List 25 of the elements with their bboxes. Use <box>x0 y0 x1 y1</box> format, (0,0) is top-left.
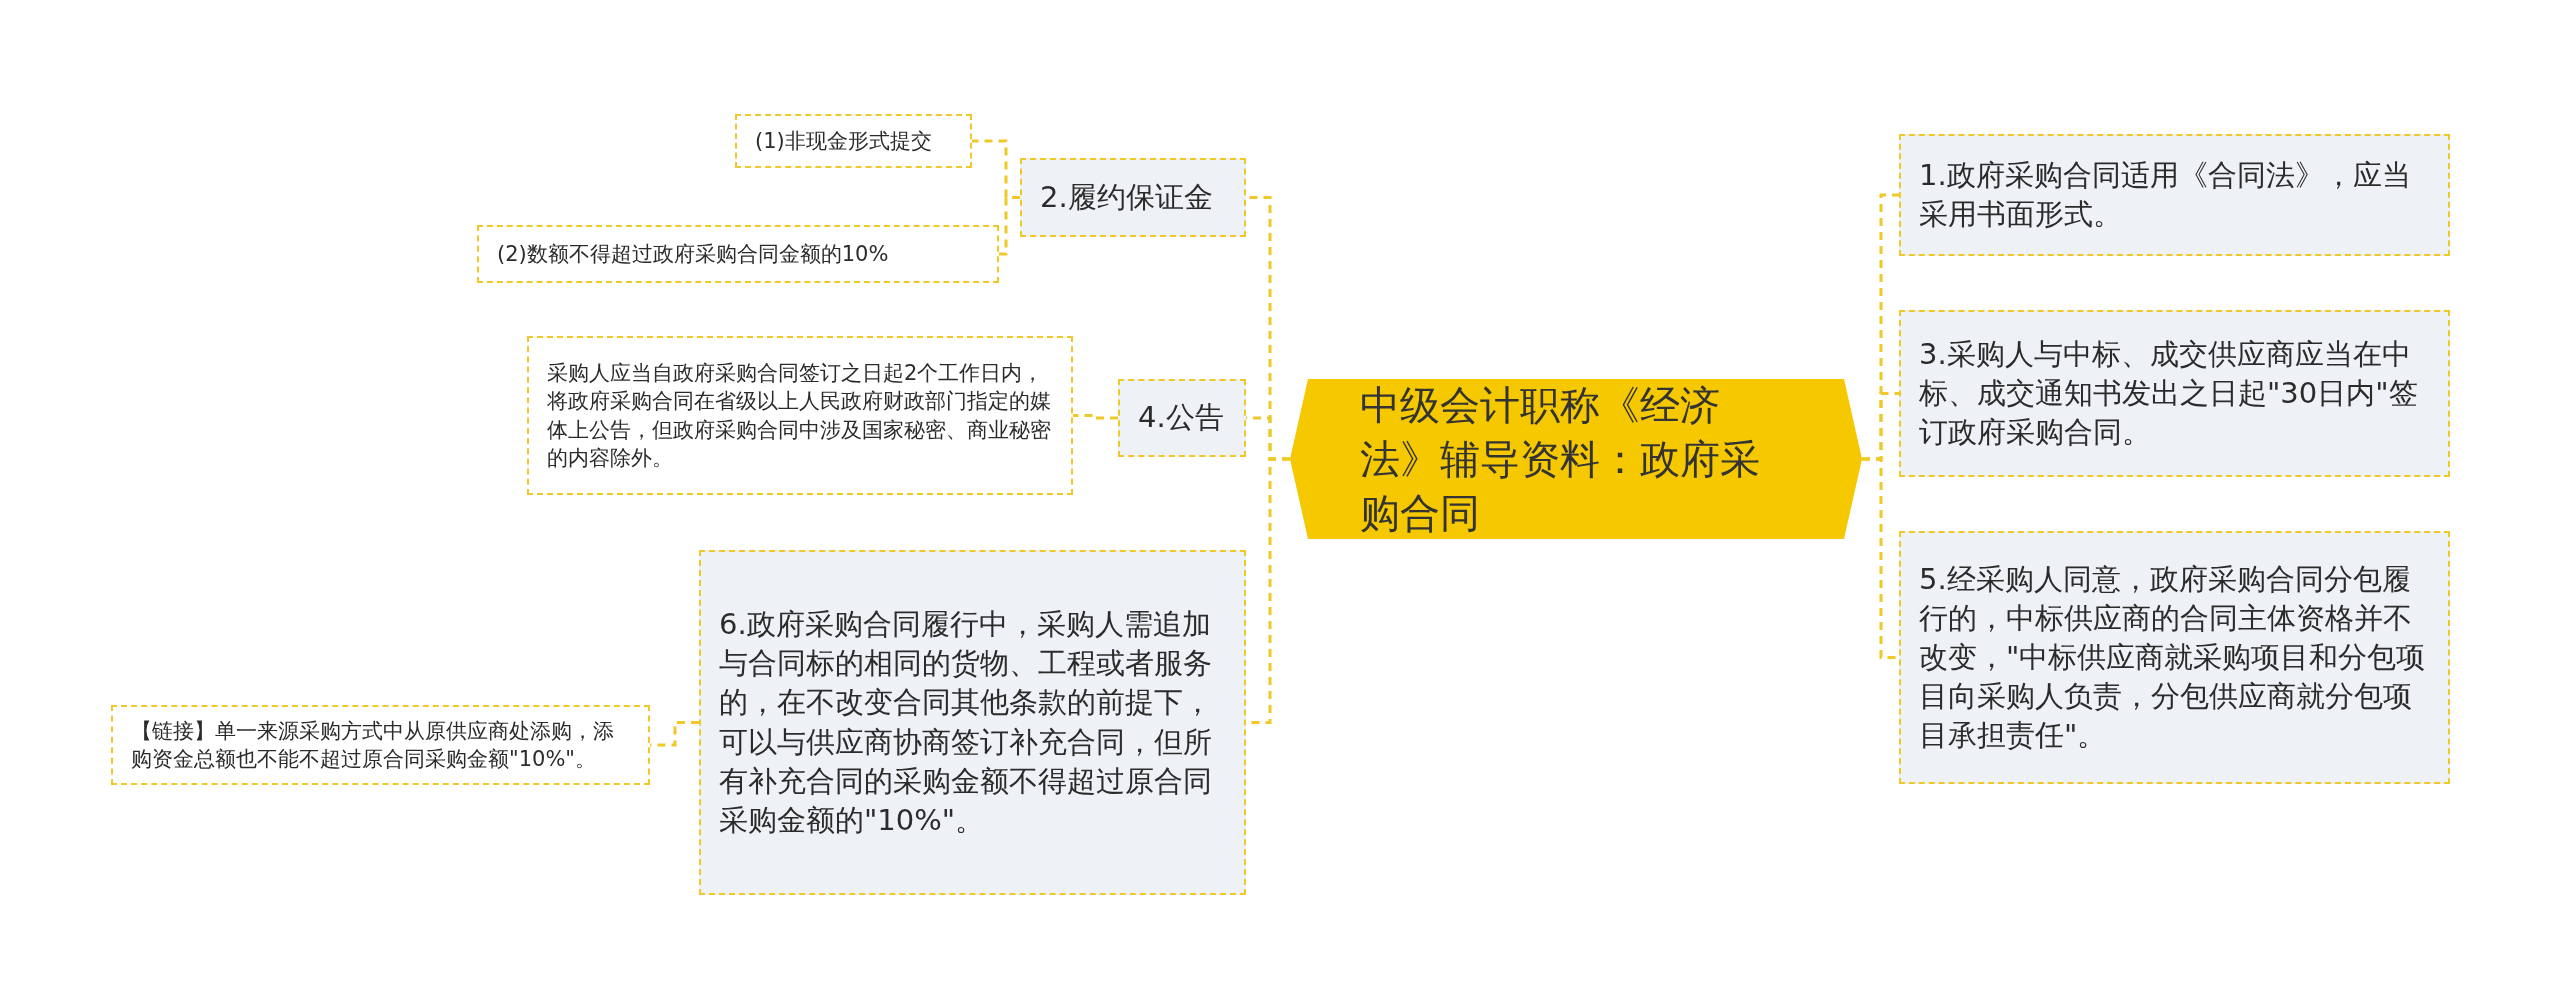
topic-text: 中级会计职称《经济法》辅导资料：政府采购合同 <box>1360 381 1761 538</box>
topic-text: 【链接】单一来源采购方式中从原供应商处添购，添购资金总额也不能不超过原合同采购金额"10%"。 <box>131 717 615 773</box>
topic-hexagon <box>1290 379 1862 539</box>
topic-text: 5.经采购人同意，政府采购合同分包履行的，中标供应商的合同主体资格并不改变，"中标供应商就采购项目和分包项目向采购人负责，分包供应商就分包项目承担责任"。 <box>1919 560 2427 755</box>
topic-box <box>1899 134 2450 256</box>
topic-box <box>1899 531 2450 784</box>
topic-box <box>527 336 1073 495</box>
topic-text: 4.公告 <box>1138 399 1224 437</box>
topic-text: 3.采购人与中标、成交供应商应当在中标、成交通知书发出之日起"30日内"签订政府采购合同。 <box>1919 335 2419 452</box>
topic-box <box>735 114 972 168</box>
connector-line <box>1073 414 1118 420</box>
topic-box <box>1020 158 1246 237</box>
topic-text: (2)数额不得超过政府采购合同金额的10% <box>497 240 889 268</box>
topic-box <box>699 550 1246 895</box>
topic-text: 6.政府采购合同履行中，采购人需追加与合同标的相同的货物、工程或者服务的，在不改变合同其他条款的前提下，可以与供应商协商签订补充合同，但所有补充合同的采购金额不得超过原合同采购金额的"10%"。 <box>719 606 1213 839</box>
connector-line <box>1862 457 1899 659</box>
topic-box <box>111 705 650 785</box>
topic-text: 2.履约保证金 <box>1040 178 1213 216</box>
connector-line <box>999 196 1020 256</box>
topic-text: 1.政府采购合同适用《合同法》，应当采用书面形式。 <box>1919 156 2412 233</box>
topic-text: 采购人应当自政府采购合同签订之日起2个工作日内，将政府采购合同在省级以上人民政府财政部门指定的媒体上公告，但政府采购合同中涉及国家秘密、商业秘密的内容除外。 <box>547 359 1052 472</box>
topic-box <box>1899 310 2450 477</box>
topic-box <box>1118 379 1246 457</box>
topic-box <box>477 225 999 283</box>
topic-text: (1)非现金形式提交 <box>755 127 932 155</box>
